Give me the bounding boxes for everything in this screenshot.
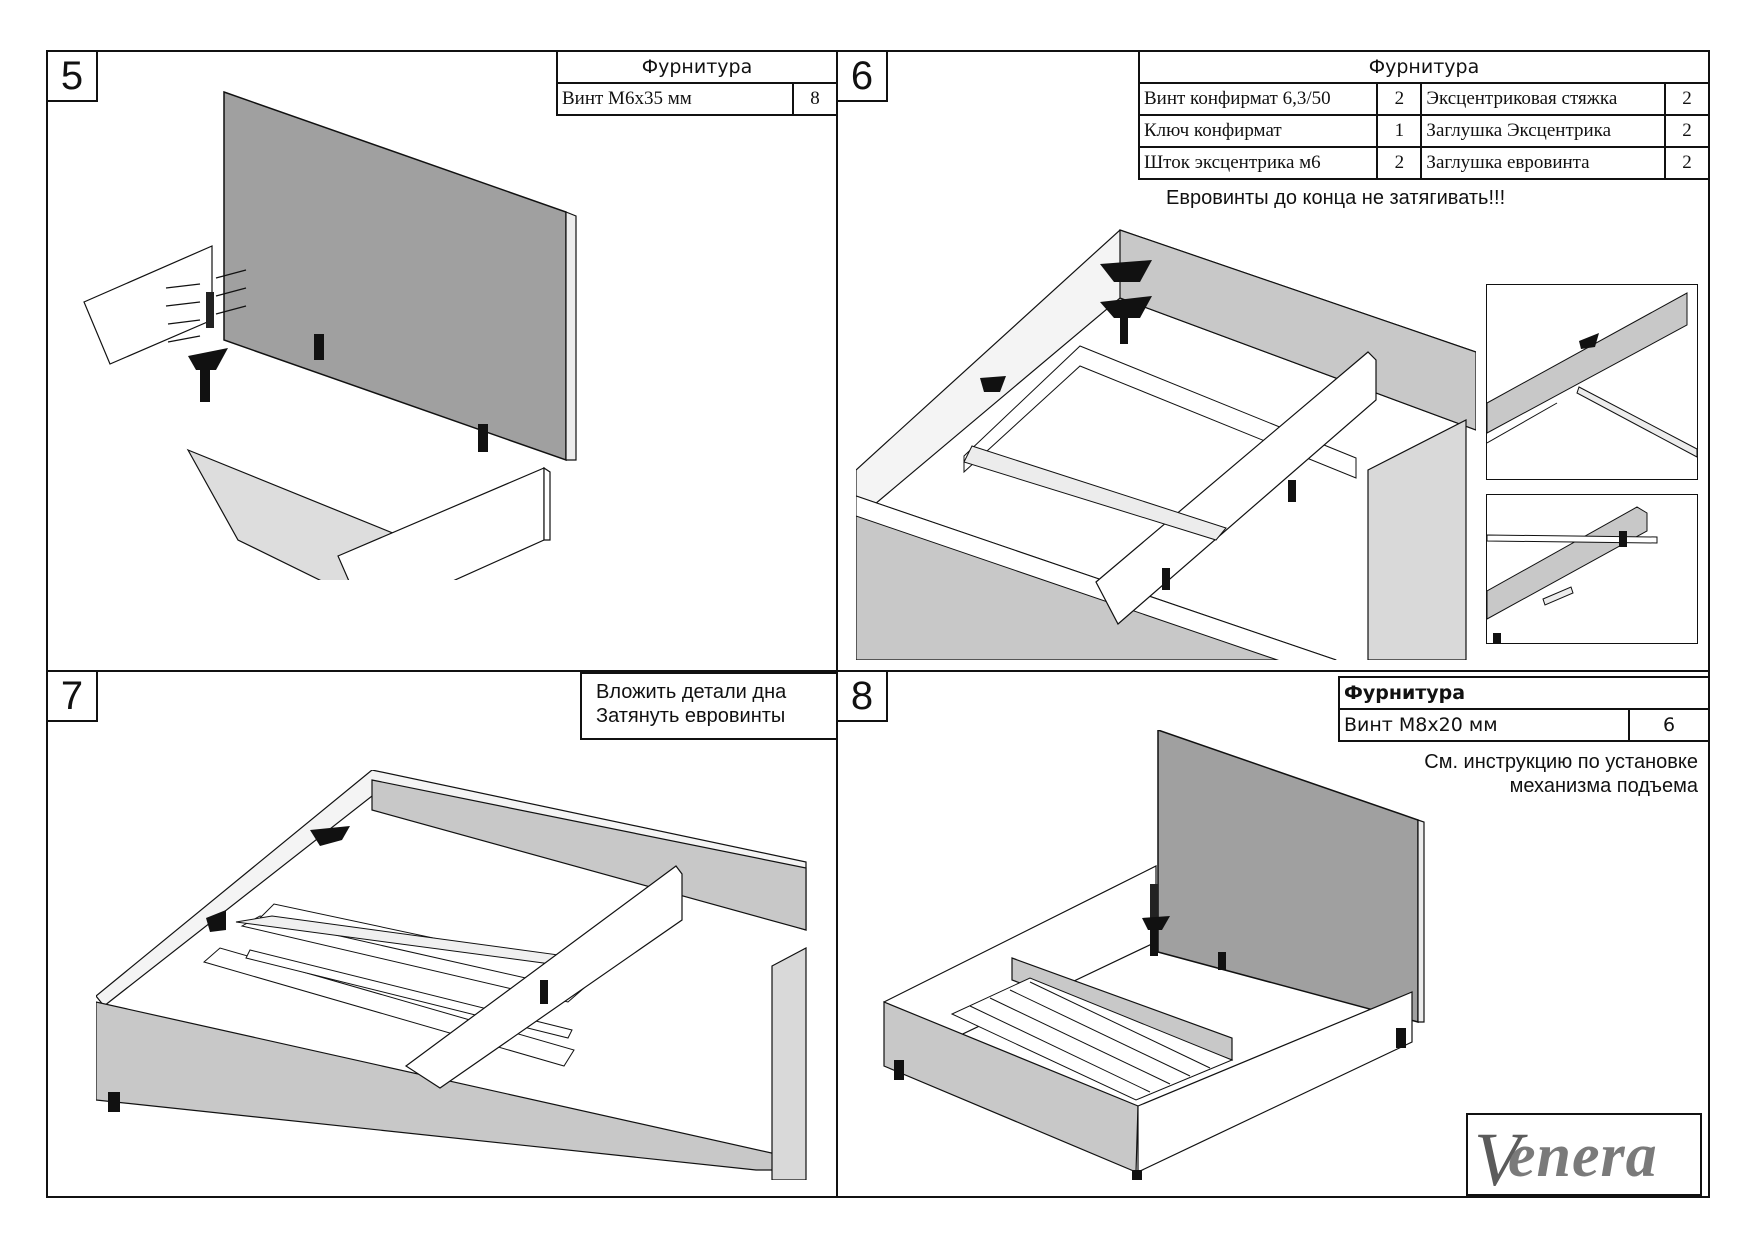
step-8-hardware-table: Фурнитура Винт М8х20 мм 6 — [1338, 676, 1710, 742]
hardware-item-name: Ключ конфирмат — [1137, 114, 1379, 148]
hardware-item-qty: 2 — [1664, 146, 1710, 180]
hardware-item-qty: 6 — [1628, 708, 1710, 742]
step-7-instruction-box: Вложить детали дна Затянуть евровинты — [580, 672, 838, 740]
step-5-illustration — [83, 90, 577, 580]
hardware-item-name: Винт М8х20 мм — [1338, 708, 1630, 742]
step-6-detail-bottom — [1486, 494, 1698, 644]
step-5-number: 5 — [46, 50, 98, 102]
hardware-table-title: Фурнитура — [1138, 50, 1710, 84]
step-7-number: 7 — [46, 670, 98, 722]
note-line: механизма подъема — [1509, 775, 1698, 797]
hardware-item-qty: 8 — [792, 82, 838, 116]
step-6-illustration — [856, 229, 1476, 660]
hardware-item-qty: 2 — [1664, 114, 1710, 148]
hardware-item-qty: 2 — [1376, 82, 1423, 116]
logo-wordmark: enera — [1508, 1122, 1658, 1190]
vertical-divider — [836, 50, 838, 1198]
hardware-item-name: Винт М6х35 мм — [556, 82, 794, 116]
step-8-note: См. инструкцию по установке механизма по… — [1424, 750, 1698, 798]
step-8-number: 8 — [836, 670, 888, 722]
hardware-item-qty: 2 — [1376, 146, 1423, 180]
hardware-item-name: Заглушка Эксцентрика — [1420, 114, 1666, 148]
hardware-item-qty: 1 — [1376, 114, 1423, 148]
step-6-hardware-table: Фурнитура Винт конфирмат 6,3/50 2 Эксцен… — [1137, 50, 1710, 180]
hardware-item-qty: 2 — [1664, 82, 1710, 116]
note-line: См. инструкцию по установке — [1424, 751, 1698, 773]
hardware-item-name: Заглушка евровинта — [1420, 146, 1666, 180]
instruction-line: Затянуть евровинты — [596, 705, 786, 727]
step-5-hardware-table: Фурнитура Винт М6х35 мм 8 — [556, 50, 838, 116]
hardware-item-name: Шток эксцентрика м6 — [1137, 146, 1379, 180]
step-6-number: 6 — [836, 50, 888, 102]
step-7-illustration — [96, 770, 807, 1180]
step-6-detail-top — [1486, 284, 1698, 480]
step-8-illustration — [883, 730, 1425, 1180]
hardware-table-title: Фурнитура — [556, 50, 838, 84]
hardware-item-name: Винт конфирмат 6,3/50 — [1137, 82, 1379, 116]
hardware-item-name: Эксцентриковая стяжка — [1420, 82, 1666, 116]
instruction-line: Вложить детали дна — [596, 681, 787, 703]
step-6-warning-note: Евровинты до конца не затягивать!!! — [1166, 187, 1506, 209]
logo-initial: V — [1474, 1118, 1521, 1202]
hardware-table-title: Фурнитура — [1338, 676, 1710, 710]
venera-logo: V enera — [1466, 1113, 1702, 1202]
